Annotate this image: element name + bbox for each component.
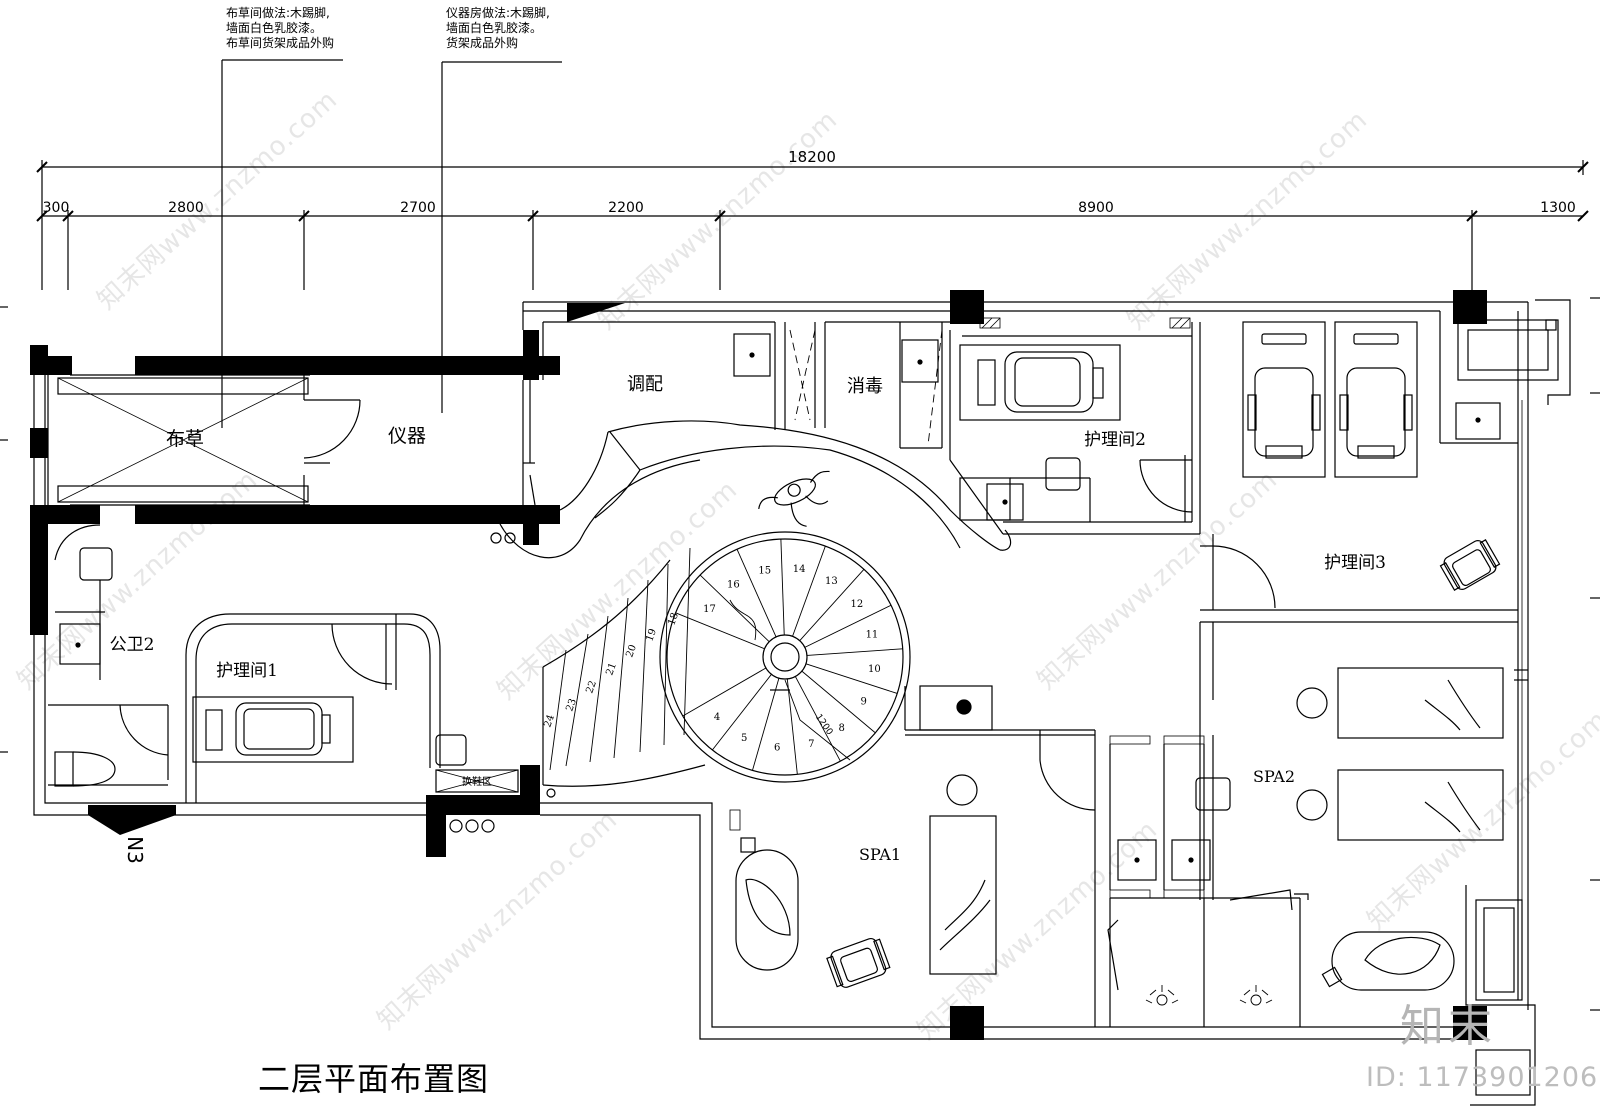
dimension-segment: 2700 bbox=[400, 200, 436, 216]
dimension-segment: 300 bbox=[43, 200, 70, 216]
stair-step-number: 18 bbox=[666, 611, 681, 627]
stair-tread-line bbox=[804, 604, 892, 648]
stair-tread-line bbox=[805, 663, 898, 694]
stair-tread-line bbox=[565, 633, 589, 767]
room-label-spa-2: SPA2 bbox=[1253, 767, 1295, 786]
equipment-room-note: 仪器房做法:木踢脚, 墙面白色乳胶漆。 货架成品外购 bbox=[446, 6, 550, 51]
dimension-segment: 2800 bbox=[168, 200, 204, 216]
note-line: 墙面白色乳胶漆。 bbox=[446, 21, 543, 35]
stair-tread-line bbox=[683, 547, 691, 736]
stair-tread-line bbox=[794, 676, 841, 762]
stair-tread-line bbox=[736, 549, 777, 638]
stair-tread-line bbox=[699, 574, 770, 643]
room-label-restroom-2: 公卫2 bbox=[110, 635, 155, 655]
stair-tread-line bbox=[806, 648, 903, 656]
stair-step-number: 23 bbox=[564, 697, 579, 713]
stair-step-number: 22 bbox=[584, 679, 599, 695]
stair-tread-line bbox=[613, 597, 629, 759]
dimension-segment: 1300 bbox=[1540, 200, 1576, 216]
dimension-segment: 2200 bbox=[608, 200, 644, 216]
room-label-treatment-2: 护理间2 bbox=[1084, 430, 1146, 450]
room-label-linen: 布草 bbox=[166, 428, 204, 450]
stair-tread-line bbox=[780, 539, 785, 636]
stair-step-number: 15 bbox=[758, 565, 771, 576]
stair-tread-line bbox=[675, 612, 765, 650]
stair-step-number: 19 bbox=[644, 627, 659, 643]
note-line: 货架成品外购 bbox=[446, 36, 519, 50]
plan-linework bbox=[0, 59, 1600, 1106]
stair-step-number: 24 bbox=[542, 713, 557, 729]
linen-room-note: 布草间做法:木踢脚, 墙面白色乳胶漆。 布草间货架成品外购 bbox=[226, 6, 334, 51]
stair-tread-line bbox=[801, 670, 876, 734]
room-label-shoe-area: 换鞋区 bbox=[462, 775, 492, 788]
stair-step-number: 13 bbox=[825, 576, 838, 587]
stair-step-number: 17 bbox=[703, 604, 716, 615]
stair-tread-line bbox=[799, 569, 865, 641]
note-line: 墙面白色乳胶漆。 bbox=[226, 21, 323, 35]
stair-step-number: 21 bbox=[604, 661, 619, 677]
drawing-title: 二层平面布置图 bbox=[258, 1060, 490, 1098]
stair-step-number: 16 bbox=[727, 579, 740, 590]
stair-tread-line bbox=[752, 678, 780, 771]
stair-tread-line bbox=[549, 649, 567, 771]
room-label-treatment-3: 护理间3 bbox=[1324, 553, 1386, 573]
stair-note: 1200 bbox=[813, 713, 834, 738]
note-line: 仪器房做法:木踢脚, bbox=[446, 6, 550, 20]
room-label-blending: 调配 bbox=[627, 374, 663, 395]
dimension-segment: 8900 bbox=[1078, 200, 1114, 216]
stair-step-number: 20 bbox=[624, 643, 639, 659]
note-line: 布草间做法:木踢脚, bbox=[226, 6, 330, 20]
site-logo: 知末 bbox=[1400, 1001, 1496, 1052]
room-label-treatment-1: 护理间1 bbox=[216, 661, 278, 681]
stair-step-number: 5 bbox=[741, 733, 747, 744]
stair-step-number: 8 bbox=[838, 723, 844, 734]
document-id: ID: 1173901206 bbox=[1366, 1062, 1599, 1093]
stair-step-number: 12 bbox=[851, 599, 864, 610]
stair-step-labels: 4 5 6 7 8 9 10 11 12 13 14 15 16 17 18 19 20 21 22 23 24 bbox=[542, 564, 880, 754]
stair-step-number: 7 bbox=[808, 739, 814, 750]
stair-tread-line bbox=[589, 615, 609, 763]
stair-tread-line bbox=[786, 678, 798, 775]
stair-step-number: 9 bbox=[861, 697, 867, 708]
stair-tread-line bbox=[711, 674, 772, 751]
room-label-spa-1: SPA1 bbox=[859, 845, 901, 864]
stair-step-number: 14 bbox=[793, 564, 806, 575]
section-mark: N3 bbox=[123, 836, 147, 864]
stair-tread-line bbox=[682, 667, 767, 717]
stair-step-number: 4 bbox=[714, 712, 720, 723]
stair-tread-line bbox=[639, 579, 649, 753]
stair-tread-line bbox=[663, 563, 669, 746]
stair-step-number: 6 bbox=[774, 743, 780, 754]
stair-step-number: 11 bbox=[866, 630, 879, 641]
room-label-disinfection: 消毒 bbox=[847, 376, 883, 397]
room-label-equipment: 仪器 bbox=[388, 425, 426, 447]
dimension-total: 18200 bbox=[788, 148, 836, 166]
stair-tread-line bbox=[792, 545, 826, 637]
note-line: 布草间货架成品外购 bbox=[226, 36, 335, 50]
stair-step-number: 10 bbox=[868, 664, 881, 675]
